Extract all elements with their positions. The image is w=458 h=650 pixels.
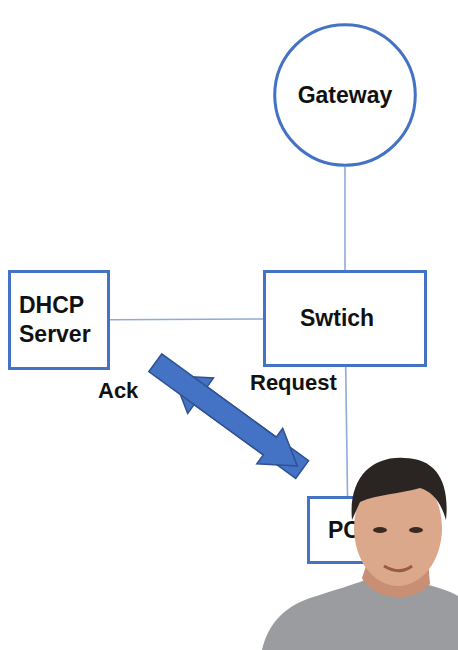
- message-label: Ack: [98, 378, 138, 404]
- node-label: PC: [328, 516, 360, 545]
- message-label: Request: [250, 370, 337, 396]
- link-line: [110, 318, 263, 320]
- switch-box: Swtich: [263, 270, 427, 367]
- server-box: DHCP Server: [8, 270, 110, 370]
- gateway-circle: Gateway: [273, 23, 417, 167]
- pc-box: PC: [307, 496, 389, 564]
- link-line: [344, 167, 346, 270]
- node-label: Swtich: [300, 304, 374, 333]
- link-line: [346, 367, 348, 496]
- node-label: DHCP Server: [19, 291, 107, 349]
- node-label: Gateway: [298, 81, 393, 110]
